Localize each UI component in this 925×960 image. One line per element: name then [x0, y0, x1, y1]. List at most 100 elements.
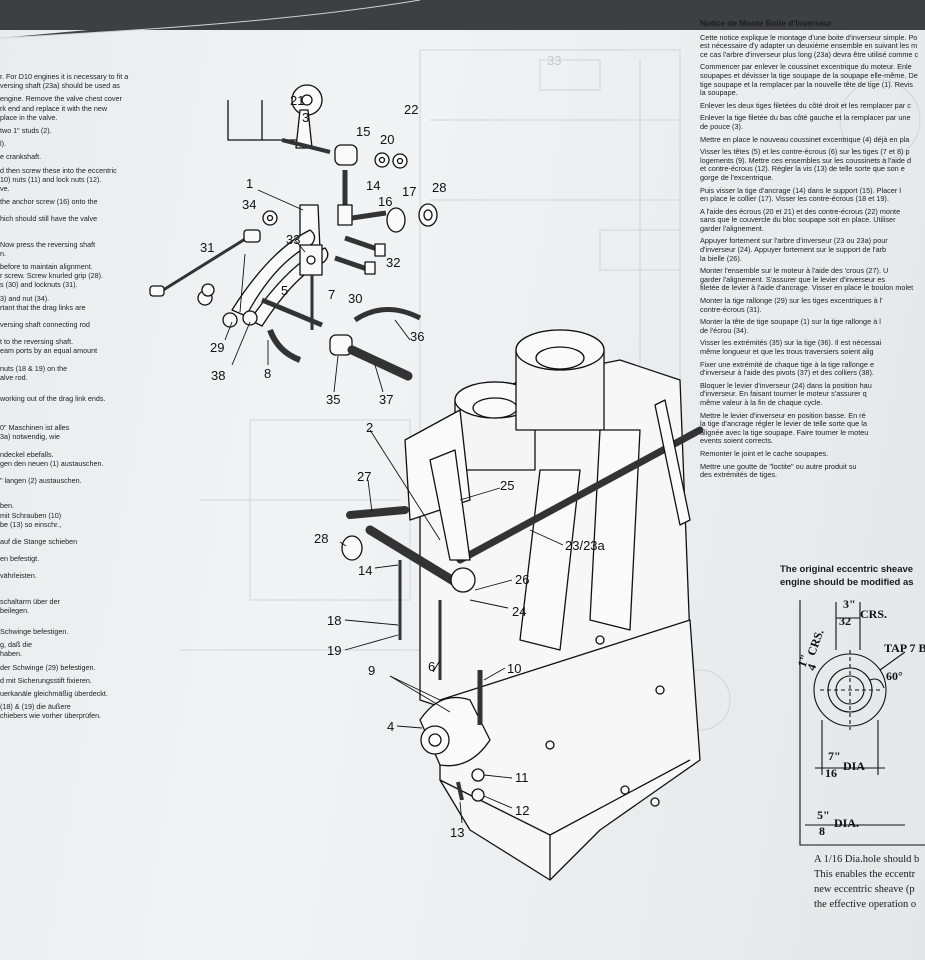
callout-9: 9: [368, 663, 375, 678]
callout-18: 18: [327, 613, 341, 628]
text-line: Fixer une extrémité de chaque tige à la …: [700, 359, 875, 369]
callout-28-lower: 28: [314, 531, 328, 546]
french-instructions-body: Cette notice explique le montage d'une b…: [700, 32, 925, 480]
text-line: Mettre le levier d'inverseur en position…: [700, 410, 866, 420]
callout-12: 12: [515, 803, 529, 818]
frac-1-4-den: 4: [804, 662, 819, 672]
text-line: ben.: [0, 501, 14, 511]
frac-3-32-num: 3": [843, 597, 856, 611]
text-line: Remonter le joint et le cache soupapes.: [700, 448, 829, 458]
callout-33: 33: [286, 232, 300, 247]
text-line: working out of the drag link ends.: [0, 394, 106, 404]
callout-32: 32: [386, 255, 400, 270]
text-line: nuts (18 & 19) on the: [0, 363, 68, 373]
callout-23-23a: 23/23a: [565, 538, 606, 553]
note-line: the effective operation o: [814, 899, 917, 910]
callout-16: 16: [378, 194, 392, 209]
text-line: mit Schrauben (10): [0, 510, 62, 520]
text-line: r screw. Screw knurled grip (28).: [0, 271, 104, 281]
text-line: be (13) so einschr.,: [0, 519, 62, 529]
text-line: Appuyer fortement sur l'arbre d'inverseu…: [700, 236, 888, 246]
text-line: der Schwinge (29) befestigen.: [0, 662, 96, 672]
text-line: eam ports by an equal amount: [0, 346, 98, 356]
callout-10: 10: [507, 661, 521, 676]
text-line: tige soupape et la remplacer par la nouv…: [700, 79, 913, 89]
text-line: Puis visser la tige d'ancrage (14) dans …: [700, 185, 901, 195]
text-line: rk end and replace it with the new: [0, 103, 108, 113]
text-line: 10) nuts (11) and lock nuts (12).: [0, 174, 102, 184]
dim-crs-label: CRS.: [860, 607, 887, 621]
callout-25: 25: [500, 478, 514, 493]
frac-7-16-num: 7": [828, 749, 841, 763]
callout-2: 2: [366, 420, 373, 435]
text-line: A l'aide des écrous (20 et 21) et des co…: [700, 206, 901, 216]
text-line: beilegen.: [0, 605, 30, 615]
callout-1: 1: [246, 176, 253, 191]
callout-13: 13: [450, 825, 464, 840]
text-line: hich should still have the valve: [0, 214, 98, 224]
dim-side-crs-label: CRS.: [804, 627, 826, 657]
text-line: e crankshaft.: [0, 152, 42, 162]
text-line: haben.: [0, 649, 22, 659]
text-line: Monter la tête de tige soupape (1) sur l…: [700, 317, 881, 327]
faint-number: 33: [547, 53, 561, 68]
text-line: d'inverseur à l'aide des pivots (37) et …: [700, 368, 874, 378]
callout-21: 21: [290, 93, 304, 108]
text-line: r. For D10 engines it is necessary to fi…: [0, 72, 129, 81]
text-line: 0" Maschinen ist alles: [0, 423, 70, 433]
callout-28-upper: 28: [432, 180, 446, 195]
text-line: gen den neuen (1) austauschen.: [0, 458, 104, 468]
text-line: place in the valve.: [0, 112, 58, 122]
text-line: et contre-écrous (12). Régler la vis (13…: [700, 164, 905, 174]
callout-35: 35: [326, 392, 340, 407]
callout-11: 11: [515, 770, 529, 785]
dim-tap-label: TAP 7 B: [884, 641, 925, 655]
callout-15: 15: [356, 124, 370, 139]
text-line: des extrémités de tiges.: [700, 470, 778, 480]
callout-26: 26: [515, 572, 529, 587]
frac-5-8-num: 5": [817, 808, 830, 822]
text-line: d'inverseur (24). Appuyer fortement sur …: [700, 245, 887, 255]
text-line: Mettre en place le nouveau coussinet exc…: [700, 134, 910, 144]
text-line: alignée avec la tige soupape. Faire tour…: [700, 427, 869, 437]
text-line: versing shaft connecting rod: [0, 320, 90, 330]
hole-note: A 1/16 Dia.hole should b This enables th…: [814, 852, 919, 912]
callout-14-upper: 14: [366, 178, 380, 193]
text-line: Cette notice explique le montage d'une b…: [700, 32, 918, 42]
text-line: ce cas l'arbre d'inverseur plus long (23…: [700, 49, 919, 59]
heading-line-2: engine should be modified as: [780, 577, 914, 588]
text-line: s (30) and locknuts (31).: [0, 280, 78, 290]
text-line: Monter l'ensemble sur le moteur à l'aide…: [700, 266, 889, 276]
text-line: la tige d'ancrage régler le levier de te…: [700, 419, 867, 429]
text-line: two 1" studs (2).: [0, 126, 52, 136]
dim-dia2-label: DIA.: [834, 816, 859, 830]
callout-5: 5: [281, 283, 288, 298]
callout-19: 19: [327, 643, 341, 658]
text-line: soupapes et dévisser la tige soupape de …: [700, 70, 918, 80]
note-line: new eccentric sheave (p: [814, 884, 915, 895]
frac-1-4-num: 1": [795, 652, 812, 669]
text-line: 3) and nut (34).: [0, 293, 50, 303]
frac-7-16-den: 16: [825, 766, 837, 780]
text-line: t to the reversing shaft.: [0, 337, 74, 347]
text-line: ndeckel ebefalls.: [0, 449, 54, 459]
callout-38: 38: [211, 368, 225, 383]
callout-29: 29: [210, 340, 224, 355]
text-line: Bloquer le levier d'inverseur (24) dans …: [700, 380, 872, 390]
text-line: la soupape.: [700, 88, 738, 98]
text-line: schaltarm über der: [0, 596, 60, 606]
callout-36: 36: [410, 329, 424, 344]
text-line: filetée de levier à l'aide d'ancrage. Vi…: [700, 283, 914, 293]
french-instructions-title: Notice de Monte Boite d'Inverseur: [700, 19, 833, 28]
text-line: sans que le couvercle du bloc soupape so…: [700, 215, 896, 225]
text-line: même valeur à la fin de chaque cycle.: [700, 397, 823, 407]
text-line: vährleisten.: [0, 571, 37, 581]
dim-dia1-label: DIA: [843, 759, 865, 773]
text-line: la bielle (26).: [700, 253, 742, 263]
text-line: d'inverseur. En faisant tourner le moteu…: [700, 389, 867, 399]
callout-31: 31: [200, 240, 214, 255]
text-line: g, daß die: [0, 640, 32, 650]
text-line: " langen (2) austauschen.: [0, 476, 82, 486]
text-line: d mit Sicherungsstift fixieren.: [0, 675, 92, 685]
